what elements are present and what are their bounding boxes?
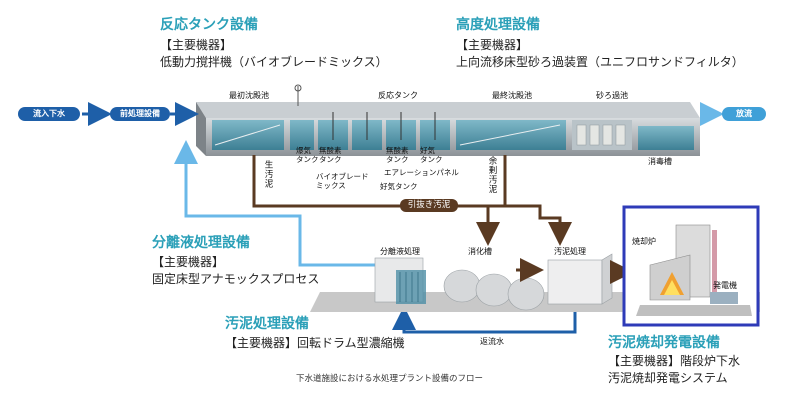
- bioblade-line-2: ミックス: [316, 181, 346, 190]
- separation-equip-label: 【主要機器】: [152, 255, 225, 269]
- primary-tank-label: 最初沈殿池: [229, 91, 269, 100]
- advanced-equip-label: 【主要機器】: [456, 38, 529, 52]
- anoxic-tank-1-line-2: タンク: [319, 155, 342, 164]
- anoxic-tank-2-label: 無酸素 タンク: [386, 146, 409, 164]
- discharge-pill: 放流: [722, 107, 766, 121]
- aerobic-tank-label: 好気 タンク: [420, 146, 443, 164]
- incinerator-label: 焼却炉: [632, 237, 656, 246]
- aerobic-tank-2-label: 好気タンク: [380, 182, 418, 191]
- generator-label: 発電機: [713, 281, 737, 290]
- aeration-tank-line-1: 爆気: [296, 146, 311, 155]
- sand-filter-label: 砂ろ過池: [596, 91, 628, 100]
- sludge-lines: [252, 155, 562, 232]
- sludge-equip-value: 【主要機器】回転ドラム型濃縮機: [225, 336, 405, 350]
- pretreat-pill: 前処理設備: [110, 107, 170, 121]
- aeration-panel-label: エアレーションパネル: [384, 168, 459, 177]
- separation-equip-value: 固定床型アナモックスプロセス: [152, 272, 320, 286]
- anoxic-tank-1-label: 無酸素 タンク: [319, 146, 342, 164]
- separation-process-label: 分離液処理: [380, 247, 420, 256]
- incineration-equip-value-2: 汚泥焼却発電システム: [608, 371, 728, 385]
- return-water-label: 返流水: [480, 337, 504, 346]
- excess-sludge-label: 余剰汚泥: [487, 156, 497, 194]
- reaction-tank-label: 反応タンク: [378, 91, 418, 100]
- incineration-section-title: 汚泥焼却発電設備: [608, 335, 720, 351]
- aeration-tank-line-2: タンク: [296, 155, 319, 164]
- withdrawn-sludge-chip: 引抜き汚泥: [400, 199, 458, 212]
- separation-return-line: [184, 152, 375, 267]
- separation-section-title: 分離液処理設備: [152, 235, 250, 251]
- sludge-building: [547, 253, 613, 305]
- anoxic-tank-2-line-1: 無酸素: [386, 146, 409, 155]
- sludge-section-title: 汚泥処理設備: [225, 316, 309, 332]
- inflow-pill: 流入下水: [18, 107, 80, 121]
- final-tank-label: 最終沈殿池: [492, 91, 532, 100]
- aerobic-tank-line-1: 好気: [420, 146, 435, 155]
- reaction-section-title: 反応タンク設備: [160, 17, 258, 33]
- anoxic-tank-2-line-2: タンク: [386, 155, 409, 164]
- sludge-process-label: 汚泥処理: [554, 247, 586, 256]
- bioblade-line-1: バイオブレード: [316, 172, 369, 181]
- anoxic-tank-1-line-1: 無酸素: [319, 146, 342, 155]
- aerobic-tank-line-2: タンク: [420, 155, 443, 164]
- advanced-section-title: 高度処理設備: [456, 17, 540, 33]
- digester-tanks: [443, 269, 545, 311]
- raw-sludge-label: 生汚泥: [263, 160, 273, 189]
- figure-caption: 下水道施設における水処理プラント設備のフロー: [296, 374, 484, 384]
- reaction-equip-label: 【主要機器】: [160, 38, 233, 52]
- incineration-equip-value-1: 【主要機器】階段炉下水: [608, 354, 741, 368]
- disinfection-label: 消毒槽: [648, 157, 672, 166]
- reaction-equip-value: 低動力撹拌機（バイオブレードミックス）: [160, 55, 388, 69]
- bioblade-label: バイオブレード ミックス: [316, 172, 369, 190]
- digester-label: 消化槽: [468, 247, 492, 256]
- advanced-equip-value: 上向流移床型砂ろ過装置（ユニフロサンドフィルタ）: [456, 55, 744, 69]
- aeration-tank-label: 爆気 タンク: [296, 146, 319, 164]
- incinerator-illustration: [636, 224, 752, 316]
- separation-building: [374, 257, 426, 304]
